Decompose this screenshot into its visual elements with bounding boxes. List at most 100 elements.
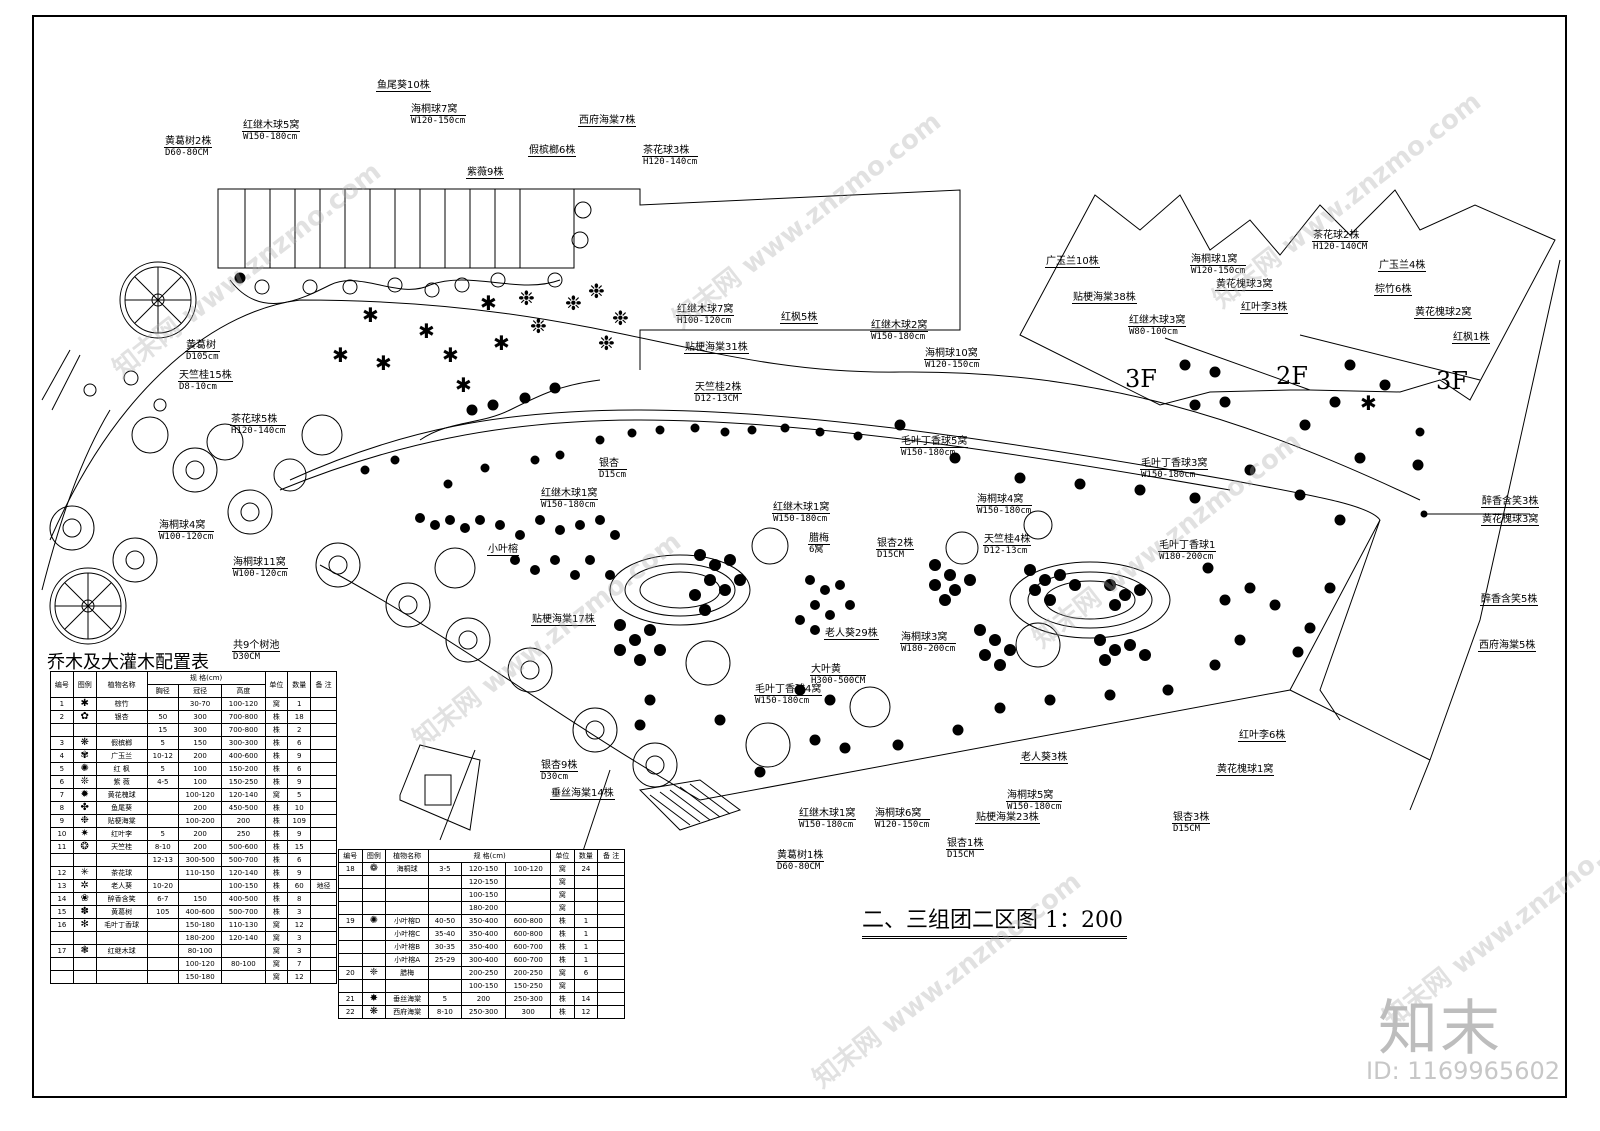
label-hongyeli6: 红叶李6株 bbox=[1238, 730, 1287, 742]
table-cell: 6-7 bbox=[146, 892, 179, 906]
brand-logo: 知末 bbox=[1378, 994, 1502, 1064]
table-cell: 窝 bbox=[550, 862, 575, 876]
label-jiabinglang: 假槟榔6株 bbox=[528, 145, 577, 157]
label-guangyulan10: 广玉兰10株 bbox=[1045, 256, 1100, 268]
floor-label-2f: 2F bbox=[1276, 362, 1308, 390]
table-cell: 180-200 bbox=[460, 901, 507, 915]
table-cell: 1 bbox=[573, 914, 599, 928]
table-cell: 鱼尾葵 bbox=[95, 801, 148, 815]
table-cell: 9 bbox=[287, 827, 312, 841]
table-cell: 株 bbox=[550, 953, 575, 967]
table-cell: 350-400 bbox=[460, 940, 507, 954]
flower-shrubs bbox=[49, 416, 678, 788]
table-cell: 600-700 bbox=[505, 940, 552, 954]
table-cell: 18 bbox=[338, 862, 363, 876]
table-cell bbox=[597, 940, 625, 954]
table-cell: 300-300 bbox=[221, 736, 266, 750]
table-cell: 株 bbox=[264, 762, 289, 776]
table-cell: 700-800 bbox=[221, 710, 266, 724]
table-cell: 450-500 bbox=[221, 801, 266, 815]
label-yuweikui: 鱼尾葵10株 bbox=[376, 80, 431, 92]
table-cell: 窝 bbox=[264, 944, 289, 958]
label-tiegeng31: 贴梗海棠31株 bbox=[684, 342, 749, 354]
table-cell: 6 bbox=[287, 762, 312, 776]
table-cell: 假槟榔 bbox=[95, 736, 148, 750]
table-cell: 垂丝海棠 bbox=[385, 992, 430, 1006]
table-cell: 100-150 bbox=[460, 888, 507, 902]
table-cell: 株 bbox=[550, 1005, 575, 1019]
label-zuixiang5: 醉香含笑5株 bbox=[1480, 594, 1539, 606]
table-cell bbox=[146, 814, 179, 828]
table-cell: 200 bbox=[177, 749, 223, 763]
label-laorenkui3: 老人葵3株 bbox=[1020, 752, 1069, 764]
label-zongzhu6: 棕竹6株 bbox=[1374, 284, 1413, 296]
table-cell: 80-100 bbox=[177, 944, 223, 958]
table-cell: 窝 bbox=[264, 931, 289, 945]
svg-text:✱: ✱ bbox=[480, 291, 497, 315]
legend-symbol-icon bbox=[72, 853, 97, 867]
table-cell bbox=[428, 888, 462, 902]
table-cell: 窝 bbox=[550, 901, 575, 915]
legend-symbol-icon: ✲ bbox=[72, 879, 97, 893]
table-cell bbox=[50, 723, 74, 737]
table-cell: 200 bbox=[177, 827, 223, 841]
table-cell: 30-35 bbox=[428, 940, 462, 954]
table-cell: 小叶榕B bbox=[385, 940, 430, 954]
table-cell: 12 bbox=[573, 1005, 599, 1019]
table-cell bbox=[95, 723, 148, 737]
col-legend: 图例 bbox=[361, 849, 387, 863]
col-spec: 规 格(cm) bbox=[146, 671, 266, 685]
col-legend: 图例 bbox=[72, 671, 97, 698]
legend-symbol-icon: ❀ bbox=[72, 892, 97, 906]
label-huanghuai1: 黄花槐球1窝 bbox=[1216, 764, 1275, 776]
table-cell: 窝 bbox=[264, 957, 289, 971]
table-cell bbox=[310, 814, 337, 828]
table-cell bbox=[310, 697, 337, 711]
table-cell: 红继木球 bbox=[95, 944, 148, 958]
table-cell: 200-250 bbox=[505, 966, 552, 980]
legend-symbol-icon: ✺ bbox=[361, 914, 387, 928]
table-cell: 30-70 bbox=[177, 697, 223, 711]
label-chuisi14: 垂丝海棠14株 bbox=[550, 788, 615, 800]
table-cell: 红 枫 bbox=[95, 762, 148, 776]
table-cell: 100-120 bbox=[505, 862, 552, 876]
table-cell: 6 bbox=[573, 966, 599, 980]
table-cell bbox=[310, 749, 337, 763]
table-cell: 110-130 bbox=[221, 918, 266, 932]
legend-symbol-icon bbox=[72, 957, 97, 971]
table-cell bbox=[597, 979, 625, 993]
table-cell: 窝 bbox=[550, 966, 575, 980]
table-cell: 2 bbox=[50, 710, 74, 724]
table-cell: 窝 bbox=[264, 697, 289, 711]
table-cell: 200 bbox=[177, 840, 223, 854]
table-cell: 200 bbox=[221, 814, 266, 828]
table-cell: 天竺桂 bbox=[95, 840, 148, 854]
drawing-title: 二、三组团二区图 1：200 bbox=[862, 902, 1127, 939]
table-cell bbox=[146, 801, 179, 815]
svg-text:✱: ✱ bbox=[1360, 391, 1377, 415]
table-cell bbox=[597, 901, 625, 915]
label-xifu7: 西府海棠7株 bbox=[578, 115, 637, 127]
table-cell: 株 bbox=[264, 749, 289, 763]
table-cell: 株 bbox=[264, 723, 289, 737]
table-cell: 20 bbox=[338, 966, 363, 980]
svg-text:✱: ✱ bbox=[332, 343, 349, 367]
legend-symbol-icon bbox=[361, 953, 387, 967]
table-cell: 醉香含笑 bbox=[95, 892, 148, 906]
svg-text:✱: ✱ bbox=[362, 303, 379, 327]
table-cell: 600-700 bbox=[505, 953, 552, 967]
table-cell bbox=[310, 931, 337, 945]
